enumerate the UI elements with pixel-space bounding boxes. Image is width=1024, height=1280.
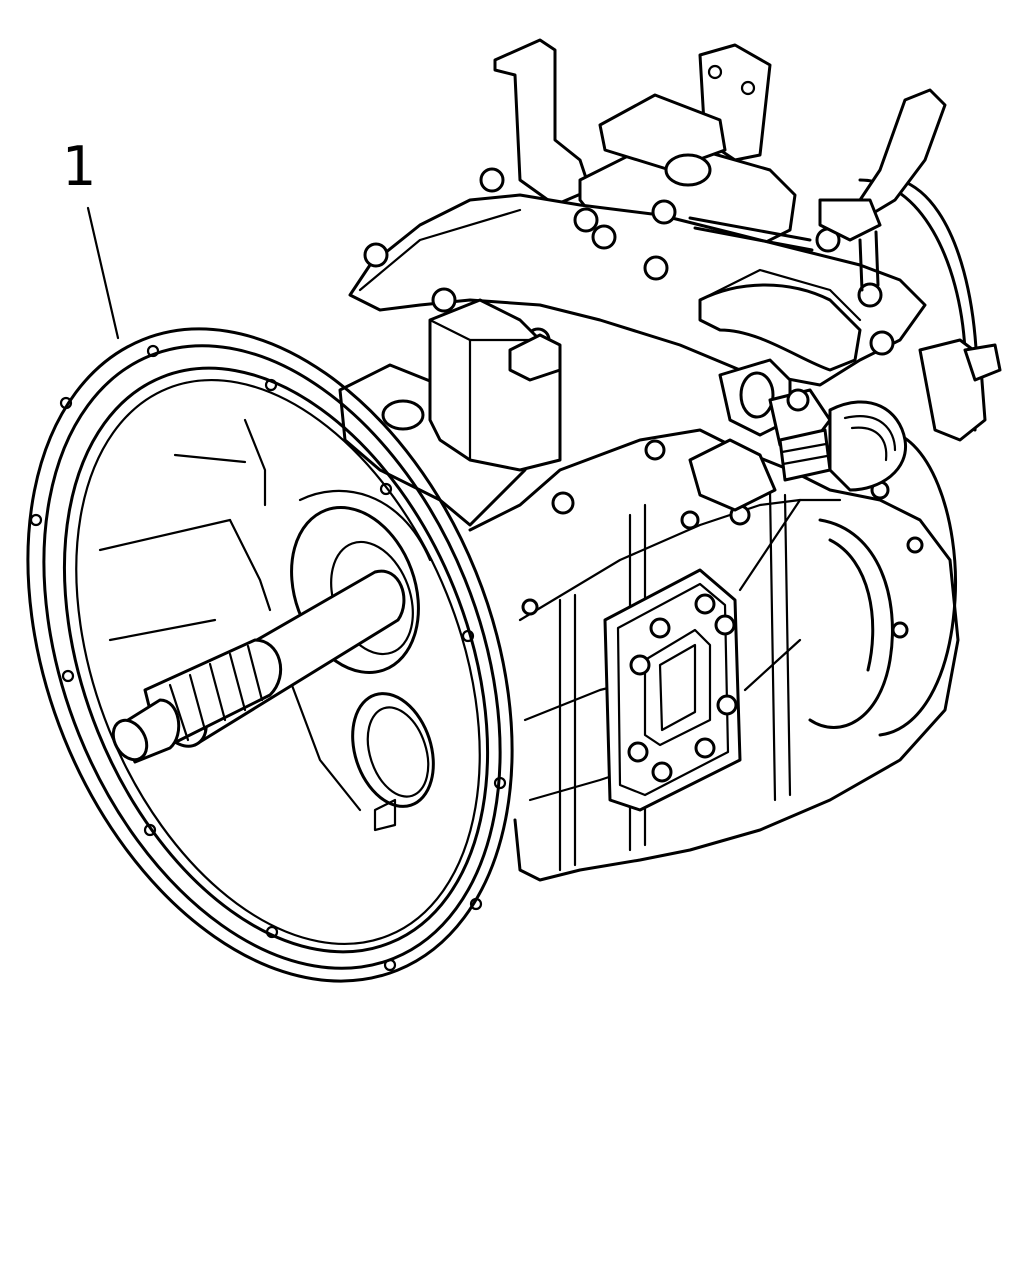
bell-housing <box>26 327 514 983</box>
top-cover-assembly <box>348 38 947 387</box>
callout-label: 1 <box>62 135 96 198</box>
input-shaft <box>111 569 406 764</box>
callout-1: 1 <box>62 135 120 340</box>
transmission-case <box>468 178 979 882</box>
front-case-block <box>338 298 1002 527</box>
callout-leader-line <box>86 206 120 340</box>
